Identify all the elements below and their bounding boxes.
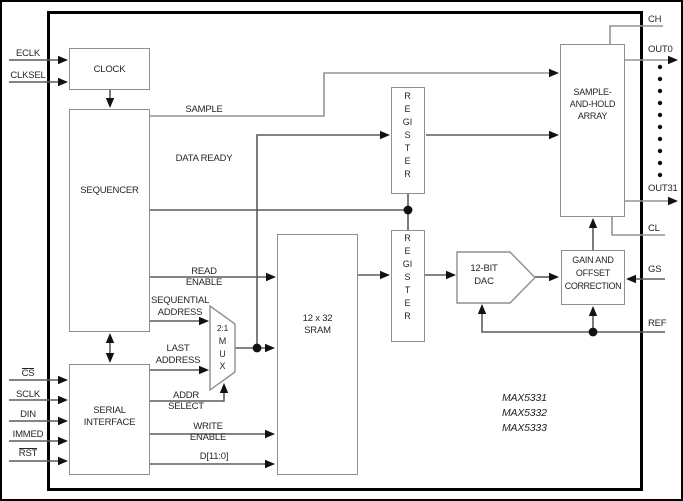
- eclk-arrow: [58, 55, 68, 65]
- pin-label-rst-text: RST: [18, 448, 38, 459]
- dac-in-arrow: [446, 270, 456, 280]
- gain-in-arrow: [549, 272, 559, 282]
- mux-out-junction-dot: [252, 343, 262, 353]
- output-channel-dots: [657, 64, 663, 178]
- gs-arrow: [626, 274, 636, 284]
- dac-block: [456, 251, 536, 304]
- immed-arrow: [58, 436, 68, 446]
- signal-label-write-enable: WRITE ENABLE: [189, 421, 227, 443]
- read-enable-arrow: [266, 272, 276, 282]
- rst-arrow: [58, 456, 68, 466]
- register-top-label: REGISTER: [402, 91, 413, 179]
- sequencer-block: [69, 109, 150, 332]
- chip-boundary: [47, 11, 643, 491]
- pin-label-eclk: ECLK: [15, 48, 41, 59]
- last-address-arrow: [199, 365, 209, 375]
- cs-arrow: [58, 375, 68, 385]
- ref-wire: [481, 314, 665, 333]
- out0-arrow: [668, 55, 678, 65]
- addr-select-arrow: [219, 383, 229, 393]
- data-ready-junction-dot: [403, 205, 413, 215]
- pin-label-ref: REF: [648, 318, 667, 329]
- clock-label: CLOCK: [93, 64, 126, 75]
- register-top-block: [391, 87, 425, 194]
- pin-label-immed: IMMED: [12, 429, 44, 440]
- dac-label-line2: DAC: [474, 276, 494, 287]
- ref-to-dac-arrow: [477, 304, 487, 314]
- serial-interface-block: [69, 364, 150, 475]
- signal-label-data-bus: D[11:0]: [199, 451, 229, 462]
- dac-label-line1: 12-BIT: [470, 263, 498, 274]
- din-arrow: [58, 416, 68, 426]
- gain-label-line2: OFFSET: [575, 268, 611, 278]
- pin-label-ch: CH: [648, 14, 662, 25]
- pin-label-sclk: SCLK: [15, 389, 41, 400]
- ch-wire: [609, 25, 663, 44]
- register2-in-arrow: [380, 270, 390, 280]
- sample-hold-label-line3: ARRAY: [577, 111, 608, 121]
- pin-label-cs-text: CS: [21, 368, 35, 379]
- pin-label-cl: CL: [648, 223, 660, 234]
- sram-block: [277, 234, 358, 475]
- sequencer-label: SEQUENCER: [80, 185, 139, 196]
- data-bus-arrow: [265, 459, 275, 469]
- sample-wire: [150, 72, 550, 117]
- signal-label-last-address: LAST ADDRESS: [155, 343, 201, 366]
- signal-label-data-ready: DATA READY: [175, 153, 233, 164]
- gain-label-line3: CORRECTION: [564, 281, 622, 291]
- cl-wire: [611, 217, 665, 236]
- sample-hold-label-line1: SAMPLE-: [573, 87, 612, 97]
- register-bottom-block: [391, 230, 425, 342]
- ref-junction-dot: [588, 327, 598, 337]
- pin-label-out0: OUT0: [648, 44, 673, 55]
- signal-label-sequential-address: SEQUENTIAL ADDRESS: [151, 295, 210, 318]
- gain-label-line1: GAIN AND: [572, 255, 614, 265]
- pin-label-out31: OUT31: [648, 183, 678, 194]
- signal-label-sample: SAMPLE: [185, 104, 223, 115]
- clock-to-sequencer-arrow: [105, 98, 115, 108]
- mux-out-arrow: [265, 343, 275, 353]
- signal-label-addr-select: ADDR SELECT: [168, 390, 204, 412]
- pin-label-gs: GS: [648, 264, 662, 275]
- sequential-address-arrow: [199, 316, 209, 326]
- sclk-arrow: [58, 395, 68, 405]
- clock-block: [69, 48, 150, 90]
- sample-hold-label-line2: AND-HOLD: [569, 99, 616, 109]
- part-number-list: MAX5331 MAX5332 MAX5333: [502, 392, 547, 434]
- sequencer-to-serial-arrow: [105, 353, 115, 363]
- signal-label-read-enable: READ ENABLE: [185, 266, 223, 288]
- sram-label-line2: SRAM: [304, 325, 331, 336]
- pin-label-clksel: CLKSEL: [10, 70, 46, 81]
- serial-interface-label: SERIAL INTERFACE: [83, 405, 136, 428]
- mux-block: [209, 304, 236, 392]
- pin-label-cs: CS: [2, 368, 54, 379]
- register-in-arrow: [380, 130, 390, 140]
- gain-offset-block: [561, 250, 625, 305]
- write-enable-arrow: [265, 429, 275, 439]
- serial-to-sequencer-arrow: [105, 333, 115, 343]
- sample-hold-array-block: [560, 44, 625, 217]
- register-bottom-label: REGISTER: [402, 233, 413, 321]
- sample-arrow: [549, 68, 559, 78]
- sharray-in-arrow: [549, 130, 559, 140]
- gain-to-sharray-arrow: [588, 218, 598, 228]
- sram-label-line1: 12 x 32: [302, 313, 333, 324]
- pin-label-din: DIN: [20, 409, 36, 420]
- mux-ratio-label: 2:1: [216, 323, 229, 333]
- mux-word-label: MUX: [218, 336, 227, 371]
- ref-to-gain-arrow: [588, 306, 598, 316]
- addr-select-wire: [150, 392, 225, 402]
- out31-arrow: [668, 196, 678, 206]
- clksel-arrow: [58, 77, 68, 87]
- pin-label-rst: RST: [2, 448, 54, 459]
